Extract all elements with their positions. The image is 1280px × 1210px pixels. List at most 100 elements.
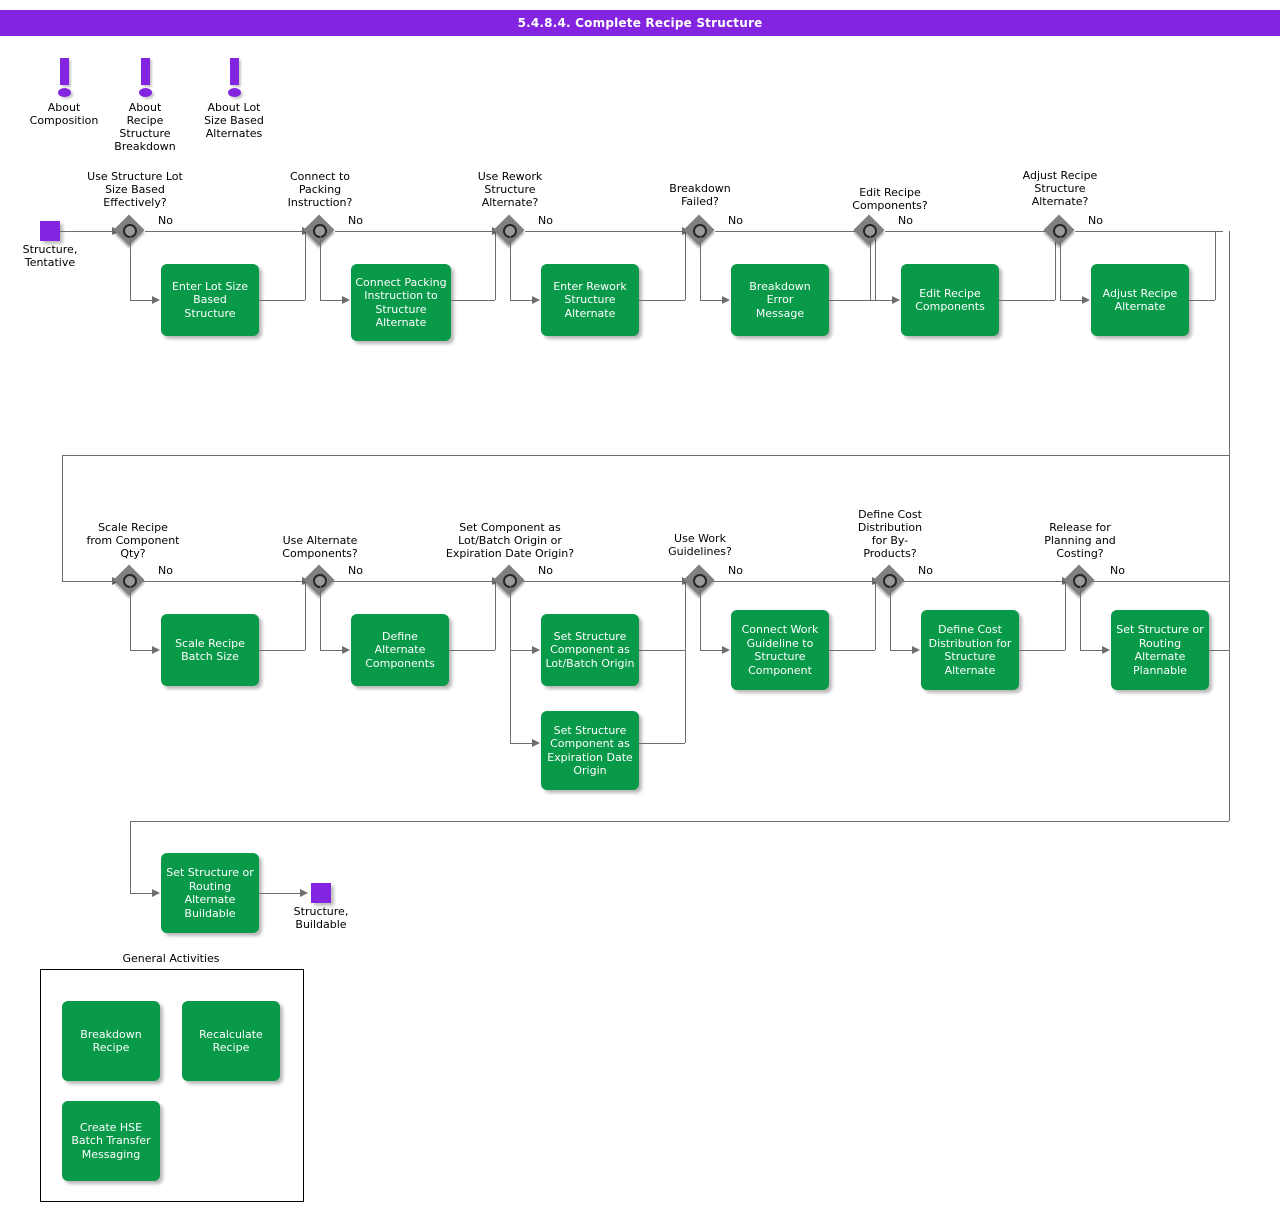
activity-label: Set Structure or Routing Alternate Plann… (1116, 623, 1204, 677)
note-about-recipe-structure-breakdown[interactable]: About Recipe Structure Breakdown (105, 58, 185, 153)
note-about-composition[interactable]: About Composition (24, 58, 104, 127)
terminator-structure-tentative[interactable] (40, 221, 60, 241)
activity-scale-recipe-batch-size[interactable]: Scale Recipe Batch Size (161, 614, 259, 686)
connector (1060, 236, 1061, 300)
note-about-lot-size-based-alternates[interactable]: About Lot Size Based Alternates (194, 58, 274, 140)
branch-label-no-12: No (1110, 564, 1125, 577)
connector-arrow (1082, 296, 1090, 304)
decision-label-6: Adjust Recipe Structure Alternate? (1022, 169, 1098, 208)
exclamation-icon (140, 58, 150, 85)
connector (130, 650, 155, 651)
activity-connect-work-guideline-to-structure-component[interactable]: Connect Work Guideline to Structure Comp… (731, 610, 829, 690)
connector (320, 236, 321, 300)
decision-label-1: Use Structure Lot Size Based Effectively… (87, 170, 183, 209)
activity-connect-packing-instruction-to-structure-alternate[interactable]: Connect Packing Instruction to Structure… (351, 264, 451, 341)
connector (60, 231, 115, 232)
activity-set-structure-component-as-expiration-date-origin[interactable]: Set Structure Component as Expiration Da… (541, 711, 639, 790)
activity-adjust-recipe-alternate[interactable]: Adjust Recipe Alternate (1091, 264, 1189, 336)
connector (1075, 231, 1223, 232)
activity-breakdown-recipe[interactable]: Breakdown Recipe (62, 1001, 160, 1081)
connector (885, 231, 1055, 232)
branch-label-no-10: No (728, 564, 743, 577)
connector (890, 586, 891, 650)
terminator-structure-tentative-label: Structure, Tentative (22, 243, 78, 269)
exclamation-icon (229, 58, 239, 85)
connector (510, 300, 535, 301)
activity-label: Define Alternate Components (365, 629, 435, 670)
connector (525, 231, 685, 232)
activity-label: Set Structure or Routing Alternate Build… (166, 866, 254, 920)
connector-wrap-vertical-right-2 (1229, 581, 1230, 821)
activity-edit-recipe-components[interactable]: Edit Recipe Components (901, 264, 999, 336)
connector-arrow (722, 646, 730, 654)
activity-label: Edit Recipe Components (915, 286, 985, 314)
connector-wrap-vertical-left-2 (130, 821, 131, 893)
activity-set-structure-or-routing-alternate-buildable[interactable]: Set Structure or Routing Alternate Build… (161, 853, 259, 933)
connector (1209, 650, 1229, 651)
branch-label-no-1: No (158, 214, 173, 227)
activity-label: Set Structure Component as Lot/Batch Ori… (545, 629, 635, 670)
activity-breakdown-error-message[interactable]: Breakdown Error Message (731, 264, 829, 336)
connector (510, 743, 535, 744)
decision-label-4: Breakdown Failed? (669, 182, 731, 208)
connector-arrow (892, 296, 900, 304)
connector (145, 231, 305, 232)
connector (1065, 582, 1066, 650)
branch-label-no-4: No (728, 214, 743, 227)
activity-define-alternate-components[interactable]: Define Alternate Components (351, 614, 449, 686)
terminator-structure-buildable[interactable] (311, 883, 331, 903)
connector (130, 300, 155, 301)
activity-create-hse-batch-transfer-messaging[interactable]: Create HSE Batch Transfer Messaging (62, 1101, 160, 1181)
connector (700, 586, 701, 650)
connector (700, 650, 725, 651)
decision-label-9: Set Component as Lot/Batch Origin or Exp… (445, 521, 575, 560)
activity-label: Set Structure Component as Expiration Da… (547, 723, 633, 778)
connector-arrow (532, 296, 540, 304)
note-label: About Recipe Structure Breakdown (114, 101, 176, 153)
connector-arrow (342, 296, 350, 304)
decision-label-11: Define Cost Distribution for By- Product… (857, 508, 923, 560)
connector-arrow (722, 296, 730, 304)
activity-label: Breakdown Recipe (80, 1027, 142, 1055)
connector (305, 232, 306, 300)
connector-wrap-vertical-left (62, 455, 63, 581)
activity-label: Scale Recipe Batch Size (175, 636, 245, 664)
connector (320, 586, 321, 650)
connector (259, 300, 305, 301)
connector (510, 586, 511, 743)
connector (1019, 650, 1065, 651)
connector-wrap-vertical-right (1229, 231, 1230, 581)
connector (259, 893, 305, 894)
connector-arrow (300, 889, 308, 897)
connector (639, 743, 685, 744)
general-activities-group: Breakdown Recipe Recalculate Recipe Crea… (40, 969, 304, 1202)
connector (320, 650, 345, 651)
decision-label-7: Scale Recipe from Component Qty? (86, 521, 180, 560)
note-label: About Lot Size Based Alternates (204, 101, 264, 140)
connector-arrow (1102, 646, 1110, 654)
branch-label-no-5: No (898, 214, 913, 227)
activity-label: Connect Packing Instruction to Structure… (355, 275, 447, 330)
branch-label-no-6: No (1088, 214, 1103, 227)
connector (875, 582, 876, 650)
activity-enter-rework-structure-alternate[interactable]: Enter Rework Structure Alternate (541, 264, 639, 336)
activity-set-structure-component-as-lot-batch-origin[interactable]: Set Structure Component as Lot/Batch Ori… (541, 614, 639, 686)
connector (130, 893, 155, 894)
activity-label: Recalculate Recipe (199, 1027, 263, 1055)
connector (145, 581, 305, 582)
connector (495, 232, 496, 300)
branch-label-no-9: No (538, 564, 553, 577)
exclamation-dot-icon (57, 88, 71, 97)
activity-enter-lot-size-based-structure[interactable]: Enter Lot Size Based Structure (161, 264, 259, 336)
decision-label-5: Edit Recipe Components? (852, 186, 928, 212)
connector-wrap-top (62, 455, 1229, 456)
activity-set-structure-or-routing-alternate-plannable[interactable]: Set Structure or Routing Alternate Plann… (1111, 610, 1209, 690)
decision-label-3: Use Rework Structure Alternate? (477, 170, 543, 209)
activity-define-cost-distribution-for-structure-alternate[interactable]: Define Cost Distribution for Structure A… (921, 610, 1019, 690)
branch-label-no-2: No (348, 214, 363, 227)
connector (639, 300, 685, 301)
page-title: 5.4.8.4. Complete Recipe Structure (517, 16, 763, 30)
connector (1095, 581, 1229, 582)
activity-recalculate-recipe[interactable]: Recalculate Recipe (182, 1001, 280, 1081)
connector (495, 582, 496, 650)
